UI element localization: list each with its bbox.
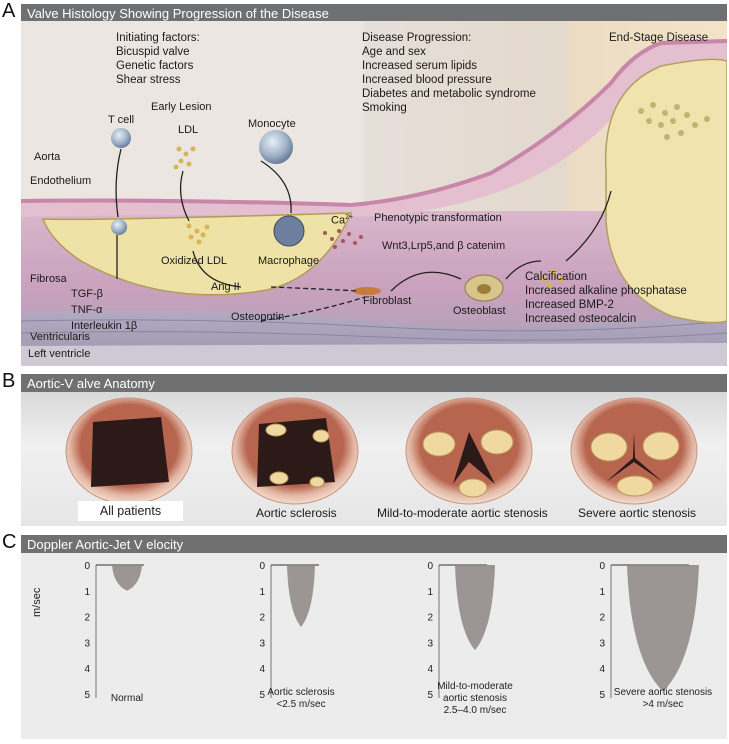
valve-severe (570, 397, 698, 505)
valve-artwork (65, 397, 698, 505)
progression-header: Disease Progression: (362, 32, 472, 44)
jet-caption: >4 m/sec (643, 699, 684, 710)
velocity-tick-label: 4 (259, 664, 265, 675)
left-ventricle-label: Left ventricle (28, 348, 91, 360)
aorta-label: Aorta (34, 151, 61, 163)
osteopntin-label: Osteopntin (231, 311, 285, 323)
t-cell-label: T cell (108, 114, 135, 126)
doppler-jet-profile (112, 565, 142, 591)
velocity-tick-label: 0 (84, 561, 90, 572)
oxidized-ldl-label: Oxidized LDL (161, 255, 228, 267)
ldl-label: LDL (178, 124, 199, 136)
jet-caption: aortic stenosis (443, 693, 507, 704)
monocyte-label: Monocyte (248, 118, 296, 130)
jet-caption: 2.5–4.0 m/sec (444, 705, 507, 716)
velocity-tick-label: 4 (427, 664, 433, 675)
panel-letter-a: A (2, 0, 16, 22)
velocity-tick-label: 0 (427, 561, 433, 572)
tgf-label: TGF-β (71, 288, 103, 300)
calcification-item: Increased alkaline phosphatase (525, 285, 687, 297)
velocity-tick-label: 4 (599, 664, 605, 675)
ventricularis-label: Ventricularis (30, 331, 90, 343)
velocity-tick-label: 3 (84, 638, 90, 649)
velocity-tick-label: 0 (259, 561, 265, 572)
velocity-tick-label: 1 (599, 587, 605, 598)
progression-item: Age and sex (362, 46, 426, 58)
wnt-label: Wnt3,Lrp5,and β catenim (382, 240, 506, 252)
doppler-jet-profile (627, 565, 699, 692)
progression-item: Increased serum lipids (362, 60, 478, 72)
velocity-tick-label: 1 (84, 587, 90, 598)
velocity-tick-label: 5 (599, 690, 605, 701)
fibroblast-label: Fibroblast (363, 295, 412, 307)
calcification-item: Calcification (525, 271, 587, 283)
calcium-label: Ca2+ (331, 214, 354, 227)
histology-artwork (21, 21, 727, 366)
panel-b-title-bar: Aortic-V alve Anatomy (21, 374, 727, 393)
doppler-jet-profile (287, 565, 315, 627)
osteoblast-label: Osteoblast (453, 305, 506, 317)
jet-caption: <2.5 m/sec (276, 699, 325, 710)
ang-label: Ang II (211, 281, 240, 293)
progression-item: Diabetes and metabolic syndrome (362, 88, 536, 100)
jet-caption: Mild-to-moderate (437, 681, 513, 692)
velocity-tick-label: 0 (599, 561, 605, 572)
valve-normal (65, 397, 193, 505)
panel-c-title-bar: Doppler Aortic-Jet V elocity (21, 535, 727, 554)
endothelium-label: Endothelium (30, 175, 92, 187)
calcification-item: Increased BMP-2 (525, 299, 614, 311)
velocity-tick-label: 3 (599, 638, 605, 649)
velocity-tick-label: 4 (84, 664, 90, 675)
velocity-tick-label: 3 (427, 638, 433, 649)
jet-caption: Aortic sclerosis (267, 687, 334, 698)
calcification-item: Increased osteocalcin (525, 313, 637, 325)
velocity-tick-label: 5 (84, 690, 90, 701)
valve-label-mild-moderate: Mild-to-moderate aortic stenosis (377, 506, 548, 520)
fibrosa-label: Fibrosa (30, 273, 67, 285)
velocity-tick-label: 2 (84, 613, 90, 624)
valve-label-sclerosis: Aortic sclerosis (256, 506, 337, 520)
macrophage-label: Macrophage (258, 255, 320, 267)
valve-sclerosis (231, 397, 359, 505)
valve-mild-moderate (405, 397, 533, 505)
phenotypic-label: Phenotypic transformation (374, 212, 502, 224)
initiating-item: Bicuspid valve (116, 46, 190, 58)
jet-caption: Severe aortic stenosis (614, 687, 712, 698)
velocity-tick-label: 1 (427, 587, 433, 598)
velocity-tick-label: 5 (427, 690, 433, 701)
initiating-item: Genetic factors (116, 60, 194, 72)
end-stage-label: End-Stage Disease (609, 32, 709, 44)
velocity-tick-label: 5 (259, 690, 265, 701)
tnf-label: TNF-α (71, 304, 103, 316)
velocity-tick-label: 3 (259, 638, 265, 649)
panel-a-title-bar: Valve Histology Showing Progression of t… (21, 4, 727, 23)
valve-anatomy-panel: All patients Aortic sclerosis Mild-to-mo… (21, 392, 727, 526)
velocity-tick-label: 1 (259, 587, 265, 598)
progression-item: Smoking (362, 102, 407, 114)
histology-illustration: Initiating factors: Bicuspid valve Genet… (21, 21, 727, 366)
valve-label-severe: Severe aortic stenosis (578, 506, 697, 520)
doppler-jet-profile (455, 565, 495, 651)
interleukin-label: Interleukin 1β (71, 320, 138, 332)
t-cell-circle (111, 128, 131, 148)
velocity-tick-label: 2 (427, 613, 433, 624)
panel-letter-b: B (2, 370, 16, 392)
jet-caption: Normal (111, 693, 143, 704)
y-axis-label: m/sec (31, 587, 43, 617)
velocity-tick-label: 2 (259, 613, 265, 624)
early-lesion-label: Early Lesion (151, 101, 212, 113)
progression-item: Increased blood pressure (362, 74, 492, 86)
panel-letter-c: C (2, 531, 17, 553)
initiating-header: Initiating factors: (116, 32, 200, 44)
valve-label-all-patients: All patients (78, 501, 183, 521)
initiating-item: Shear stress (116, 74, 181, 86)
velocity-tick-label: 2 (599, 613, 605, 624)
